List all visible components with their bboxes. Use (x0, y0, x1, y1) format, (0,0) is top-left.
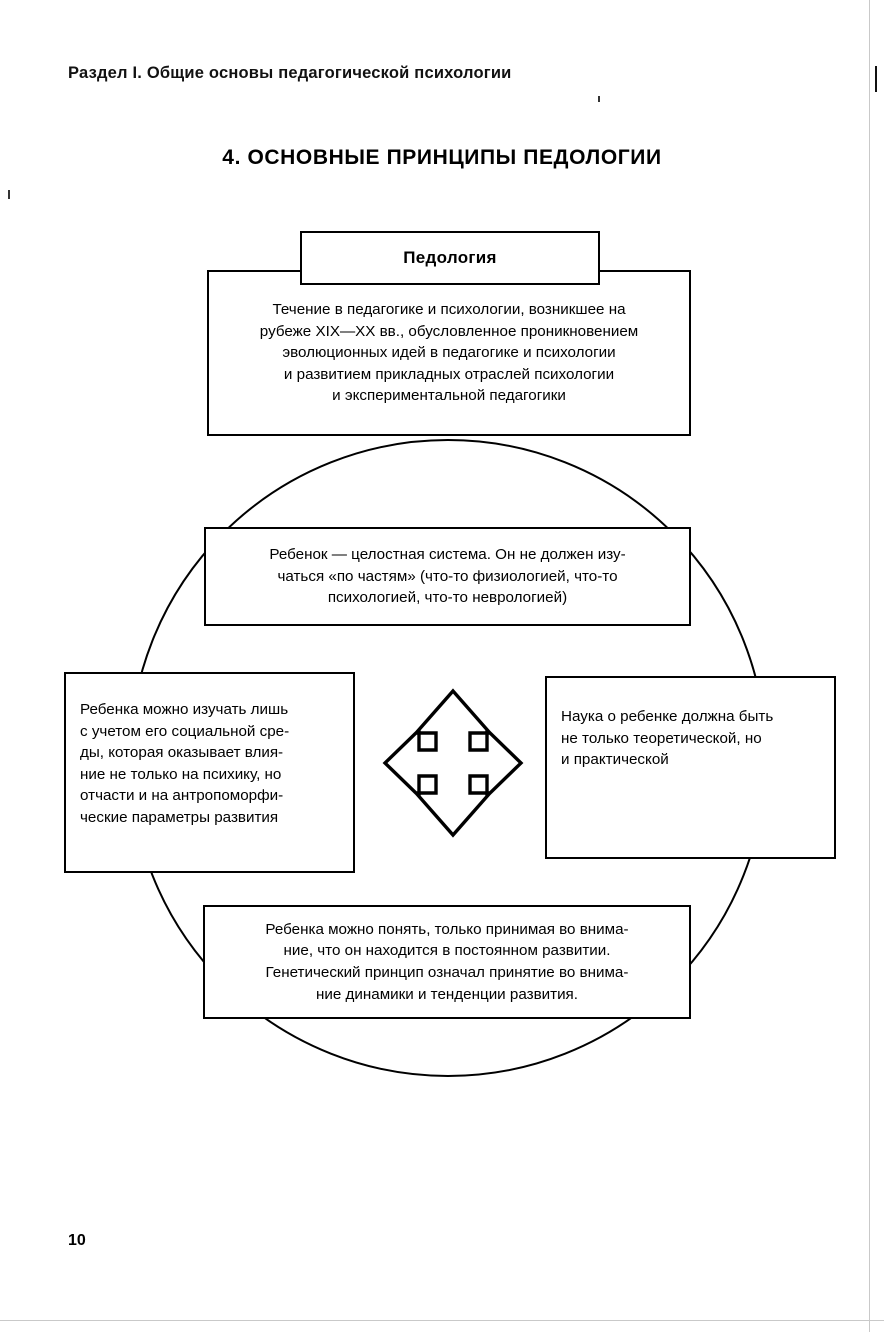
pedology-title-label: Педология (403, 247, 497, 267)
running-header: Раздел I. Общие основы педагогической пс… (68, 64, 512, 82)
pedology-title-plaque: Педология (300, 231, 600, 285)
page-number: 10 (68, 1232, 86, 1249)
principle-text-holistic: Ребенок — целостная система. Он не долже… (269, 546, 626, 607)
principle-text-genetic: Ребенка можно понять, только принимая во… (265, 920, 629, 1003)
four-way-arrow-icon (382, 688, 524, 838)
principle-box-holistic: Ребенок — целостная система. Он не долже… (204, 527, 691, 626)
scan-frame-right-edge (869, 0, 870, 1332)
principle-box-genetic: Ребенка можно понять, только принимая во… (203, 905, 691, 1019)
principle-text-practical: Наука о ребенке должна быть не только те… (561, 708, 774, 769)
page-title: 4. ОСНОВНЫЕ ПРИНЦИПЫ ПЕДОЛОГИИ (222, 146, 662, 169)
definition-text: Течение в педагогике и психологии, возни… (259, 301, 639, 405)
principle-text-social: Ребенка можно изучать лишь с учетом его … (80, 701, 290, 826)
principle-box-social: Ребенка можно изучать лишь с учетом его … (64, 672, 355, 873)
scan-edge-tick-left-icon (8, 190, 10, 199)
scan-speck-icon (598, 96, 600, 102)
scan-frame-bottom-edge (0, 1320, 884, 1321)
definition-box: Течение в педагогике и психологии, возни… (207, 270, 691, 436)
scan-edge-tick-icon (875, 66, 877, 92)
principle-box-practical: Наука о ребенке должна быть не только те… (545, 676, 836, 859)
